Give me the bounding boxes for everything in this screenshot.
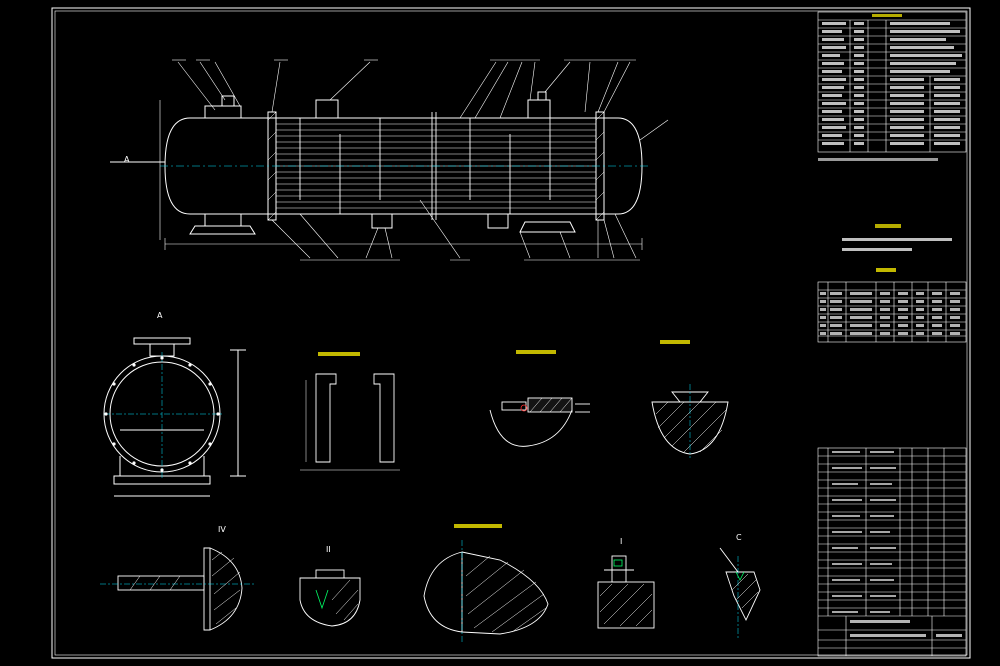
part-leaders-bottom [271,199,637,259]
detail-ii-label: II [326,545,331,554]
nozzle-table-title [876,268,896,272]
detail-c [719,547,761,640]
detail-iv-hatching [129,551,241,625]
vessel-elevation-view [110,91,643,235]
end-view-a [103,337,246,497]
detail-i-weld-mark [613,559,623,567]
tubesheet-hatching [267,111,605,221]
detail-i-label: I [620,537,622,546]
channel-flange-title [454,524,502,528]
parts-list-table [817,447,967,657]
gasket-detail-title [318,352,360,356]
design-data-note [818,158,938,161]
nozzle-table [817,281,967,343]
part-leaders-top [177,61,669,141]
detail-ii-hatching [331,579,359,621]
overall-dimension [159,100,643,250]
design-data-table [817,11,967,153]
title-block-text [850,620,962,637]
part-balloon-ticks [172,59,640,261]
detail-ii [299,569,361,627]
nozzle-weld-title [516,350,556,354]
channel-flange-detail [423,540,549,644]
outer-sheet-border [51,7,971,659]
parts-list-cells [832,451,896,613]
channel-flange-hatching [465,555,547,633]
detail-iv-label: IV [218,525,226,534]
detail-i [597,555,655,629]
detail-c-weld-mark [735,571,745,581]
detail-iv [100,547,256,631]
design-data-cells [822,14,962,145]
weld-highlight [520,404,528,412]
inlet-arrow-label: A [124,155,130,164]
detail-c-hatching [731,573,759,609]
inner-sheet-border [54,10,968,656]
gasket-detail [300,373,400,471]
head-weld-hatching [655,401,727,453]
title-block [818,616,966,656]
detail-ii-weld-mark [315,589,329,610]
nozzle-table-cells [820,292,960,335]
head-weld-title [660,340,690,344]
view-a-label: A [157,311,163,320]
end-view-bolt-holes [104,356,220,472]
nozzle-weld-detail [489,397,590,447]
technical-requirements [842,224,952,251]
nozzle-weld-hatching [529,397,573,413]
detail-i-hatching [599,583,653,627]
detail-c-label: C [736,533,742,542]
